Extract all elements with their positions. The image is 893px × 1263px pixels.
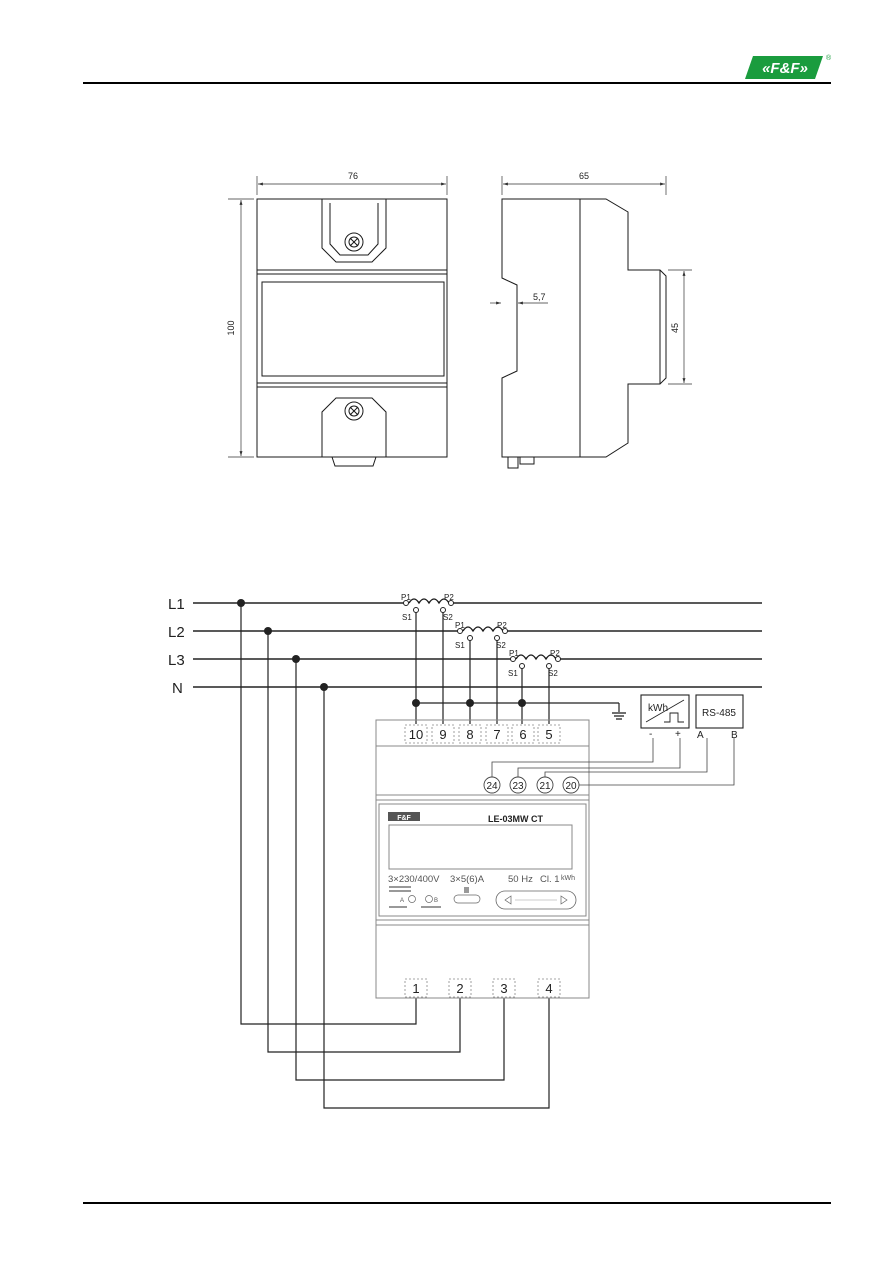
meter-class: Cl. 1 xyxy=(540,874,560,885)
terminal-24: 24 xyxy=(486,781,498,792)
ct1-p1: P1 xyxy=(401,593,411,602)
meter-model: LE-03MW CT xyxy=(488,814,544,824)
meter-brand: F&F xyxy=(397,815,411,822)
terminal-5: 5 xyxy=(545,727,552,742)
terminal-4: 4 xyxy=(545,981,552,996)
terminal-2: 2 xyxy=(456,981,463,996)
bottom-terminal-block: 1 2 3 4 xyxy=(404,978,561,998)
line-label-l2: L2 xyxy=(168,624,185,641)
pulse-minus: - xyxy=(649,729,652,740)
led-a-icon xyxy=(408,895,416,903)
meter-unit: kWh xyxy=(561,875,575,882)
rs485-b: B xyxy=(731,730,738,741)
output-wiring xyxy=(491,738,735,786)
rail-offset-label: 5,7 xyxy=(533,292,546,302)
terminal-7: 7 xyxy=(493,727,500,742)
meter-led-a-label: A xyxy=(400,898,404,904)
ct2-p2: P2 xyxy=(497,621,507,630)
ct3-p2: P2 xyxy=(550,649,560,658)
ct3-p1: P1 xyxy=(509,649,519,658)
ct1-s1: S1 xyxy=(402,613,412,622)
phase-lines xyxy=(193,602,762,688)
terminal-8: 8 xyxy=(466,727,473,742)
terminal-6: 6 xyxy=(519,727,526,742)
voltage-wiring xyxy=(240,603,550,1109)
line-label-l3: L3 xyxy=(168,652,185,669)
side-depth-label: 65 xyxy=(579,171,589,181)
meter-nav-pad-icon xyxy=(495,890,577,910)
ct2-s2: S2 xyxy=(496,641,506,650)
ground-icon xyxy=(612,712,626,720)
meter-led-b-label: B xyxy=(434,898,438,904)
logo-text: «F&F» xyxy=(762,60,808,77)
rs485-label: RS-485 xyxy=(702,708,736,719)
ct-3: P1 P2 S1 S2 xyxy=(508,649,561,678)
meter-face: F&F LE-03MW CT 3×230/400V 3×5(6)A 50 Hz … xyxy=(388,812,577,910)
front-dimensions: 76 100 xyxy=(226,171,448,458)
output-terminals: 24 23 21 20 xyxy=(483,776,580,794)
top-terminal-block: 10 9 8 7 6 5 xyxy=(404,724,561,744)
terminal-3: 3 xyxy=(500,981,507,996)
terminal-23: 23 xyxy=(512,781,524,792)
meter-voltage: 3×230/400V xyxy=(388,874,440,885)
pulse-plus: + xyxy=(675,729,681,740)
terminal-10: 10 xyxy=(409,727,423,742)
ct3-s1: S1 xyxy=(508,669,518,678)
rail-height-label: 45 xyxy=(670,323,680,333)
ct2-s1: S1 xyxy=(455,641,465,650)
junction-dots xyxy=(237,599,526,707)
meter-body xyxy=(375,719,590,999)
meter-current: 3×5(6)A xyxy=(450,874,485,885)
height-label: 100 xyxy=(226,320,236,335)
front-view-drawing xyxy=(256,198,448,467)
ct1-p2: P2 xyxy=(444,593,454,602)
ct-1: P1 P2 S1 S2 xyxy=(401,593,454,622)
rs485-box: RS-485 A B xyxy=(695,694,744,741)
ct-2: P1 P2 S1 S2 xyxy=(455,621,508,650)
terminal-20: 20 xyxy=(565,781,577,792)
line-label-n: N xyxy=(172,680,183,697)
meter-frequency: 50 Hz xyxy=(508,874,533,885)
ct-secondary-wiring xyxy=(415,612,620,724)
terminal-21: 21 xyxy=(539,781,551,792)
pulse-counter-box: kWh - + xyxy=(640,694,690,740)
brand-logo: «F&F» ® xyxy=(745,54,832,79)
terminal-9: 9 xyxy=(439,727,446,742)
front-width-label: 76 xyxy=(348,171,358,181)
terminal-1: 1 xyxy=(412,981,419,996)
rs485-a: A xyxy=(697,730,704,741)
side-view-drawing xyxy=(501,198,667,469)
ct3-s2: S2 xyxy=(548,669,558,678)
line-label-l1: L1 xyxy=(168,596,185,613)
logo-registered-mark: ® xyxy=(826,54,832,62)
led-b-icon xyxy=(425,895,433,903)
ct2-p1: P1 xyxy=(455,621,465,630)
ct1-s2: S2 xyxy=(443,613,453,622)
side-dimensions: 65 5,7 45 xyxy=(490,171,692,385)
meter-button-icon xyxy=(453,894,481,904)
pulse-box-label: kWh xyxy=(648,703,668,714)
